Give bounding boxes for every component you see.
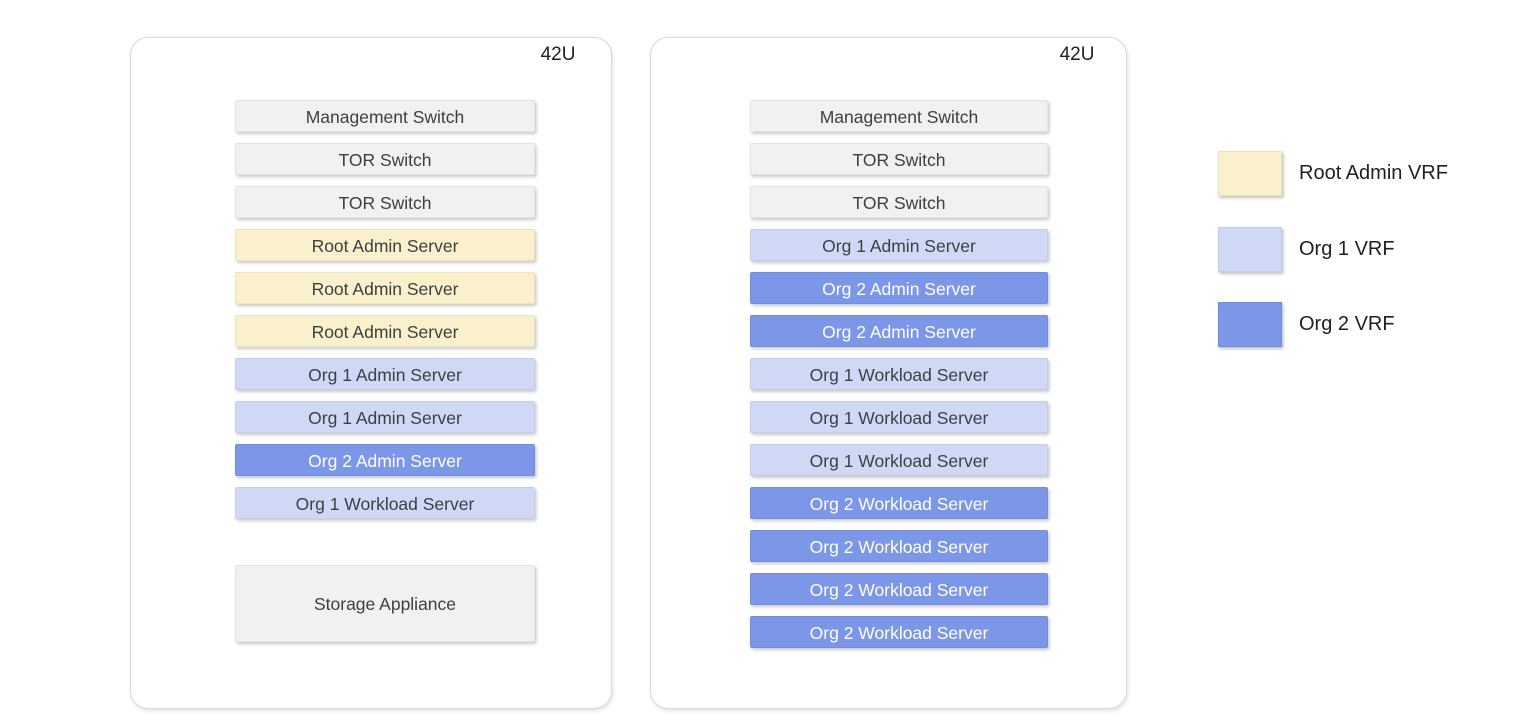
legend-swatch-root-admin-vrf (1218, 151, 1282, 196)
rack-unit-org1-workload-server: Org 1 Workload Server (750, 444, 1048, 476)
legend-label: Org 2 VRF (1299, 313, 1395, 335)
rack-unit-root-admin-server: Root Admin Server (235, 229, 535, 261)
legend-label: Root Admin VRF (1299, 162, 1448, 184)
legend-item-org2-vrf: Org 2 VRF (1218, 302, 1395, 347)
rack-unit-org1-workload-server: Org 1 Workload Server (235, 487, 535, 519)
legend-label: Org 1 VRF (1299, 238, 1395, 260)
rack-unit-org2-workload-server: Org 2 Workload Server (750, 573, 1048, 605)
rack-unit-tor-switch: TOR Switch (235, 143, 535, 175)
rack-unit-org1-admin-server: Org 1 Admin Server (750, 229, 1048, 261)
rack-unit-org2-admin-server: Org 2 Admin Server (750, 272, 1048, 304)
rack-capacity-label: 42U (1059, 44, 1095, 65)
rack-unit-org1-admin-server: Org 1 Admin Server (235, 401, 535, 433)
legend-swatch-org1-vrf (1218, 227, 1282, 272)
rack-unit-tor-switch: TOR Switch (750, 143, 1048, 175)
legend-swatch-org2-vrf (1218, 302, 1282, 347)
rack-unit-root-admin-server: Root Admin Server (235, 272, 535, 304)
legend-item-root-admin-vrf: Root Admin VRF (1218, 151, 1448, 196)
rack-unit-root-admin-server: Root Admin Server (235, 315, 535, 347)
legend-item-org1-vrf: Org 1 VRF (1218, 227, 1395, 272)
rack-unit-management-switch: Management Switch (750, 100, 1048, 132)
rack-unit-tor-switch: TOR Switch (750, 186, 1048, 218)
rack-unit-org2-workload-server: Org 2 Workload Server (750, 616, 1048, 648)
rack-unit-org2-admin-server: Org 2 Admin Server (750, 315, 1048, 347)
rack-unit-org2-workload-server: Org 2 Workload Server (750, 530, 1048, 562)
rack-unit-org1-admin-server: Org 1 Admin Server (235, 358, 535, 390)
rack-unit-management-switch: Management Switch (235, 100, 535, 132)
rack-capacity-label: 42U (540, 44, 576, 65)
rack-unit-org2-workload-server: Org 2 Workload Server (750, 487, 1048, 519)
rack-unit-org1-workload-server: Org 1 Workload Server (750, 401, 1048, 433)
rack-unit-storage-appliance: Storage Appliance (235, 565, 535, 642)
rack-unit-org2-admin-server: Org 2 Admin Server (235, 444, 535, 476)
rack-unit-tor-switch: TOR Switch (235, 186, 535, 218)
rack-unit-org1-workload-server: Org 1 Workload Server (750, 358, 1048, 390)
